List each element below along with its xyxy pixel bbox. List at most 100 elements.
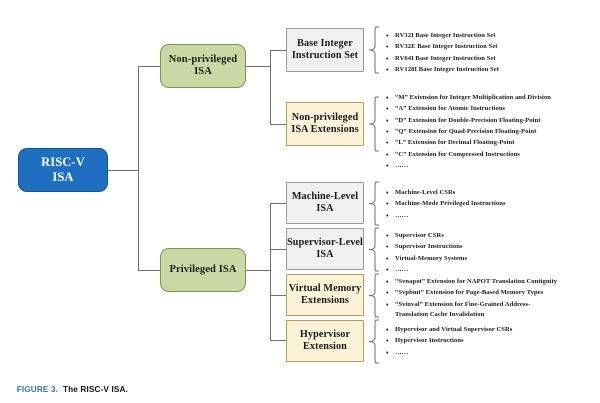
list-item-text: RV32E Base Integer Instruction Set bbox=[395, 43, 498, 51]
bullets-virtual-memory-extensions: • “Svnapot” Extension for NAPOT Translat… bbox=[386, 277, 594, 321]
list-item-text: RV64I Base Integer Instruction Set bbox=[395, 54, 496, 62]
figure-number: FIGURE 3. bbox=[16, 385, 59, 394]
list-item-text: …… bbox=[395, 161, 409, 169]
list-item: • RV32I Base Integer Instruction Set bbox=[386, 31, 594, 42]
brace-machine-level bbox=[368, 181, 380, 226]
list-item-text: Hypervisor and Virtual Supervisor CSRs bbox=[395, 326, 513, 333]
bullet-dot: • bbox=[386, 189, 389, 197]
bullet-dot: • bbox=[386, 254, 389, 263]
bullet-dot: • bbox=[386, 139, 389, 148]
node-hypervisor-extension-label: Hypervisor Extension bbox=[299, 328, 351, 352]
node-risc-v-isa-label: RISC-V ISA bbox=[41, 155, 85, 184]
list-item-text: …… bbox=[395, 348, 409, 356]
node-supervisor-level-isa-label: Supervisor-Level ISA bbox=[287, 236, 363, 260]
bullet-dot: • bbox=[386, 105, 389, 114]
bullets-machine-level-isa: • Machine-Level CSRs • Machine-Mode Priv… bbox=[386, 188, 594, 222]
bullet-dot: • bbox=[386, 116, 389, 125]
node-non-privileged-isa-extensions[interactable]: Non-privileged ISA Extensions bbox=[286, 102, 364, 146]
bullet-dot: • bbox=[386, 150, 389, 159]
node-machine-level-isa-label: Machine-Level ISA bbox=[291, 190, 359, 214]
list-item: • “L” Extension for Decimal Floating-Poi… bbox=[386, 138, 594, 149]
bullets-base-integer-instruction-set: • RV32I Base Integer Instruction Set • R… bbox=[386, 31, 594, 76]
list-item: • Virtual-Memory Systems bbox=[386, 254, 594, 265]
list-item-text: Virtual-Memory Systems bbox=[395, 254, 468, 262]
bullet-dot: • bbox=[386, 326, 389, 334]
connector-root-out bbox=[108, 170, 138, 171]
list-item: • …… bbox=[386, 265, 594, 276]
node-privileged-isa-label: Privileged ISA bbox=[169, 263, 237, 275]
connector-priv-spine bbox=[270, 203, 271, 340]
list-item-text: Supervisor Instructions bbox=[395, 243, 463, 251]
connector-to-supervisor-level bbox=[270, 249, 286, 250]
list-item: • Hypervisor Instructions bbox=[386, 336, 594, 347]
bullet-dot: • bbox=[386, 200, 389, 209]
list-item-text: …… bbox=[395, 211, 409, 219]
node-supervisor-level-isa[interactable]: Supervisor-Level ISA bbox=[286, 228, 364, 270]
bullet-dot: • bbox=[386, 65, 389, 74]
node-virtual-memory-extensions[interactable]: Virtual Memory Extensions bbox=[286, 274, 364, 316]
list-item-text: “A” Extension for Atomic Instructions bbox=[395, 105, 506, 113]
node-base-integer-instruction-set[interactable]: Base Integer Instruction Set bbox=[286, 28, 364, 72]
brace-virtual-memory bbox=[368, 273, 380, 318]
list-item-text: …… bbox=[395, 265, 409, 273]
brace-supervisor-level bbox=[368, 227, 380, 272]
node-non-privileged-isa[interactable]: Non-privileged ISA bbox=[160, 44, 246, 88]
list-item: • Supervisor CSRs bbox=[386, 231, 594, 242]
bullets-hypervisor-extension: • Hypervisor and Virtual Supervisor CSRs… bbox=[386, 325, 594, 359]
connector-to-virtual-memory bbox=[270, 295, 286, 296]
figure-caption-text: The RISC-V ISA. bbox=[62, 385, 128, 394]
list-item: • Machine-Level CSRs bbox=[386, 188, 594, 199]
bullet-dot: • bbox=[386, 289, 389, 298]
list-item: • “Svpbmt” Extension for Page-Based Memo… bbox=[386, 288, 594, 299]
node-privileged-isa[interactable]: Privileged ISA bbox=[160, 248, 246, 292]
list-item-text: “Q” Extension for Quad-Precision Floatin… bbox=[395, 127, 537, 135]
list-item: • Supervisor Instructions bbox=[386, 242, 594, 253]
connector-to-nonpriv-ext bbox=[270, 124, 286, 125]
list-item: • “A” Extension for Atomic Instructions bbox=[386, 104, 594, 115]
list-item: • …… bbox=[386, 348, 594, 359]
list-item-text: “Svinval” Extension for Fine-Grained Add… bbox=[395, 300, 531, 319]
list-item: • RV128I Base Integer Instruction Set bbox=[386, 65, 594, 76]
brace-non-privileged-extensions bbox=[368, 96, 380, 152]
list-item-text: “D” Extension for Double-Precision Float… bbox=[395, 116, 541, 124]
list-item-text: “Svpbmt” Extension for Page-Based Memory… bbox=[395, 289, 544, 297]
list-item: • “C” Extension for Compressed Instructi… bbox=[386, 150, 594, 161]
list-item-text: “L” Extension for Decimal Floating-Point bbox=[395, 139, 515, 147]
brace-hypervisor bbox=[368, 319, 380, 364]
bullet-dot: • bbox=[386, 54, 389, 63]
list-item-text: Supervisor CSRs bbox=[395, 232, 444, 239]
bullets-non-privileged-isa-extensions: • “M” Extension for Integer Multiplicati… bbox=[386, 93, 594, 172]
list-item: • …… bbox=[386, 161, 594, 172]
connector-to-hypervisor bbox=[270, 340, 286, 341]
node-non-privileged-isa-extensions-label: Non-privileged ISA Extensions bbox=[291, 111, 359, 135]
node-base-integer-instruction-set-label: Base Integer Instruction Set bbox=[291, 37, 359, 61]
connector-nonpriv-out bbox=[246, 66, 270, 67]
list-item: • RV64I Base Integer Instruction Set bbox=[386, 54, 594, 65]
node-hypervisor-extension[interactable]: Hypervisor Extension bbox=[286, 320, 364, 362]
connector-to-base-integer bbox=[270, 50, 286, 51]
list-item: • “Svnapot” Extension for NAPOT Translat… bbox=[386, 277, 594, 288]
list-item: • “D” Extension for Double-Precision Flo… bbox=[386, 116, 594, 127]
node-risc-v-isa[interactable]: RISC-V ISA bbox=[18, 148, 108, 192]
bullet-dot: • bbox=[386, 265, 389, 274]
bullet-dot: • bbox=[386, 43, 389, 52]
list-item-text: Machine-Level CSRs bbox=[395, 189, 456, 196]
bullet-dot: • bbox=[386, 127, 389, 136]
bullet-dot: • bbox=[386, 32, 389, 40]
bullet-dot: • bbox=[386, 348, 389, 357]
connector-nonpriv-spine bbox=[270, 50, 271, 124]
list-item: • “Q” Extension for Quad-Precision Float… bbox=[386, 127, 594, 138]
list-item: • …… bbox=[386, 211, 594, 222]
node-machine-level-isa[interactable]: Machine-Level ISA bbox=[286, 182, 364, 224]
connector-root-spine bbox=[138, 66, 139, 271]
bullet-dot: • bbox=[386, 243, 389, 252]
node-virtual-memory-extensions-label: Virtual Memory Extensions bbox=[288, 282, 362, 306]
list-item-text: Hypervisor Instructions bbox=[395, 337, 464, 345]
list-item: • “M” Extension for Integer Multiplicati… bbox=[386, 93, 594, 104]
connector-to-privileged bbox=[138, 270, 160, 271]
bullet-dot: • bbox=[386, 278, 389, 286]
list-item-text: “C” Extension for Compressed Instruction… bbox=[395, 150, 520, 158]
node-non-privileged-isa-label: Non-privileged ISA bbox=[168, 53, 238, 77]
connector-priv-out bbox=[246, 270, 270, 271]
